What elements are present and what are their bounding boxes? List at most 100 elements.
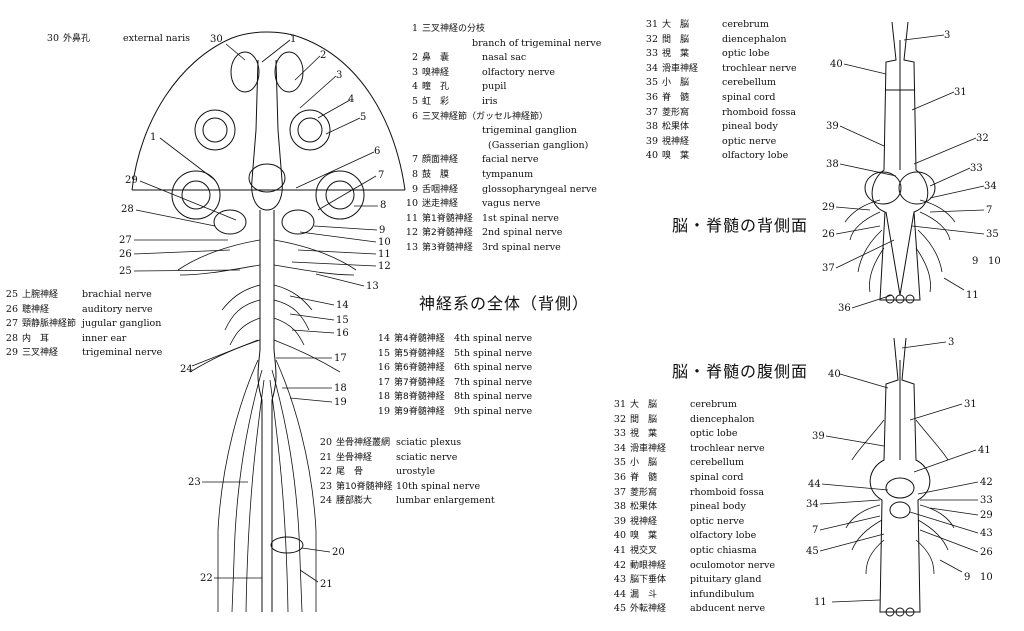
legend-en: brachial nerve (82, 289, 152, 300)
legend-en: lumbar enlargement (396, 495, 495, 507)
callout-14: 14 (336, 300, 349, 311)
callout-29: 29 (125, 175, 138, 186)
callout-5: 5 (360, 112, 366, 123)
legend-jp: 菱形窩 (662, 107, 690, 118)
legend-num: 8 (411, 168, 418, 180)
callout-16: 16 (336, 328, 349, 339)
ventral-callout-43: 43 (980, 528, 993, 539)
dorsal-callout-31: 31 (954, 87, 967, 98)
callout-13: 13 (366, 281, 379, 292)
legend-row: 32 間 脳 diencephalon (612, 413, 775, 428)
legend-jp: 松果体 (630, 502, 658, 513)
legend-en: 5th spinal nerve (454, 347, 533, 359)
legend-num: 20 (319, 437, 332, 448)
legend-num: 23 (319, 480, 332, 492)
legend-num: 30 (46, 33, 59, 44)
callout-25: 25 (119, 266, 132, 277)
legend-num: 43 (613, 574, 626, 586)
legend-jp: 視交叉 (630, 545, 658, 556)
legend-num: 35 (613, 457, 626, 469)
legend-jp: 坐骨神経 (336, 452, 373, 463)
legend-num: 15 (377, 347, 390, 359)
legend-jp: 三叉神経 (22, 348, 59, 359)
brain-ventral-drawing (819, 337, 979, 617)
legend-en: sciatic nerve (396, 451, 458, 463)
legend-jp: 視神経 (630, 516, 658, 527)
legend-en: auditory nerve (82, 303, 153, 315)
legend-num: 39 (613, 515, 626, 527)
legend-row: trigeminal ganglion (404, 124, 601, 139)
legend-en: diencephalon (690, 413, 755, 425)
legend-en: optic lobe (690, 428, 738, 440)
legend-jp: 第2脊髄神経 (422, 228, 473, 239)
dorsal-callout-38: 38 (826, 159, 839, 170)
callout-3: 3 (336, 70, 342, 81)
legend-jp: 漏 斗 (630, 589, 658, 600)
legend-en: trochlear nerve (722, 62, 797, 74)
legend-jp: 内 耳 (22, 333, 50, 344)
legend-num: 1 (411, 23, 418, 34)
legend-num: 2 (411, 52, 418, 64)
legend-num: 36 (645, 91, 658, 103)
legend-num: 42 (613, 559, 626, 571)
ventral-callout-11: 11 (814, 597, 827, 608)
callout-22: 22 (200, 573, 213, 584)
callout-11: 11 (378, 249, 391, 260)
legend-jp: 大 脳 (662, 20, 690, 30)
legend-row: 31 大 脳 cerebrum (644, 18, 797, 33)
legend-num: 5 (411, 95, 418, 107)
title-brain-ventral: 脳・脊髄の腹側面 (672, 362, 809, 381)
legend-jp: 舌咽神経 (422, 184, 459, 195)
legend-jp: 滑車神経 (662, 63, 699, 74)
legend-num: 32 (613, 413, 626, 425)
legend-en: pineal body (722, 121, 778, 133)
whole-callout-numbers: 30 1 2 3 4 5 1 6 29 7 28 8 9 27 10 26 11… (119, 34, 391, 590)
legend-en: olfactory nerve (482, 66, 555, 78)
legend-num: 31 (645, 19, 658, 30)
dorsal-callout-33: 33 (970, 163, 983, 174)
legend-en: 2nd spinal nerve (482, 227, 563, 239)
dorsal-callout-11: 11 (966, 290, 979, 301)
legend-jp: 間 脳 (630, 414, 658, 425)
legend-num: 25 (5, 289, 18, 300)
callout-19: 19 (334, 397, 347, 408)
legend-jp: 第1脊髄神経 (422, 213, 473, 224)
legend-num: 32 (645, 33, 658, 45)
legend-row: 34 滑車神経 trochlear nerve (644, 62, 797, 77)
callout-4: 4 (348, 94, 354, 105)
ventral-callout-29: 29 (980, 510, 993, 521)
ventral-callout-39: 39 (812, 431, 825, 442)
title-brain-dorsal: 脳・脊髄の背側面 (672, 216, 809, 235)
legend-en: cerebrum (722, 19, 769, 30)
legend-num: 34 (645, 62, 658, 74)
dorsal-callout-3: 3 (944, 30, 950, 41)
legend-num: 33 (613, 428, 626, 440)
legend-jp: 滑車神経 (630, 443, 667, 454)
legend-en: nasal sac (482, 52, 527, 64)
legend-num: 35 (645, 77, 658, 89)
callout-18: 18 (334, 383, 347, 394)
legend-en: jugular ganglion (82, 318, 162, 330)
whole-leader-lines (133, 39, 378, 583)
ventral-callout-34: 34 (806, 499, 819, 510)
legend-en: branch of trigeminal nerve (472, 37, 602, 49)
legend-jp: 第6脊髄神経 (394, 363, 445, 374)
callout-12: 12 (378, 261, 391, 272)
legend-en: spinal cord (690, 471, 744, 483)
legend-jp: 小 脳 (630, 458, 658, 469)
legend-num: 29 (5, 347, 18, 359)
